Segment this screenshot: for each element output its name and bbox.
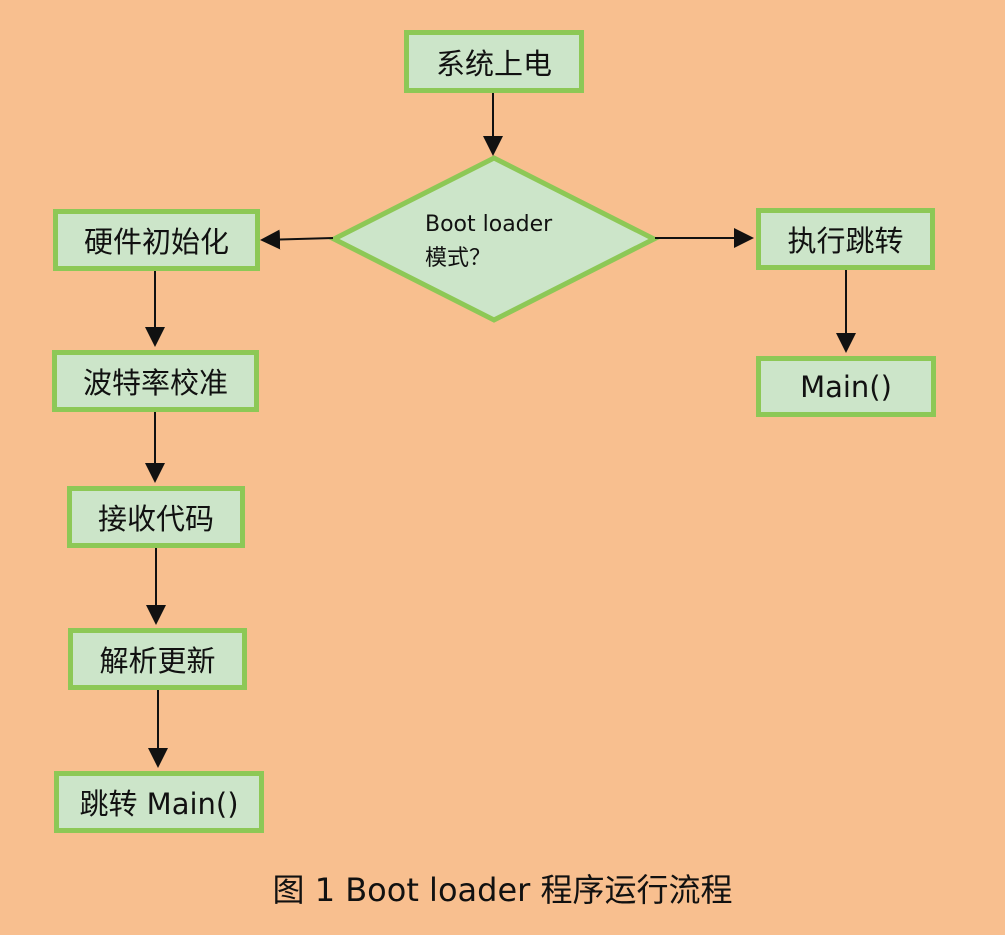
hardware-init-label: 硬件初始化 bbox=[83, 225, 229, 259]
baud-calibration-label: 波特率校准 bbox=[82, 366, 228, 400]
decision-label: Boot loader 模式？ bbox=[425, 208, 595, 276]
receive-code-label: 接收代码 bbox=[97, 502, 214, 536]
decision-diamond bbox=[328, 155, 660, 323]
execute-jump-label: 执行跳转 bbox=[787, 224, 904, 258]
main-label: Main() bbox=[800, 369, 892, 404]
receive-code-node: 接收代码 bbox=[67, 486, 245, 548]
jump-main-label: 跳转 Main() bbox=[79, 787, 239, 821]
arrow-decision-to-hardware-init bbox=[260, 229, 334, 250]
decision-line-2: 模式？ bbox=[425, 246, 492, 271]
parse-update-label: 解析更新 bbox=[99, 644, 216, 678]
figure-caption: 图 1 Boot loader 程序运行流程 bbox=[272, 871, 733, 909]
execute-jump-node: 执行跳转 bbox=[756, 208, 935, 270]
power-on-label: 系统上电 bbox=[435, 46, 552, 81]
main-node: Main() bbox=[756, 356, 936, 417]
hardware-init-node: 硬件初始化 bbox=[53, 209, 260, 271]
baud-calibration-node: 波特率校准 bbox=[52, 350, 259, 412]
decision-line-1: Boot loader bbox=[425, 212, 553, 237]
jump-main-node: 跳转 Main() bbox=[54, 771, 264, 833]
power-on-node: 系统上电 bbox=[404, 30, 584, 93]
parse-update-node: 解析更新 bbox=[68, 628, 247, 690]
